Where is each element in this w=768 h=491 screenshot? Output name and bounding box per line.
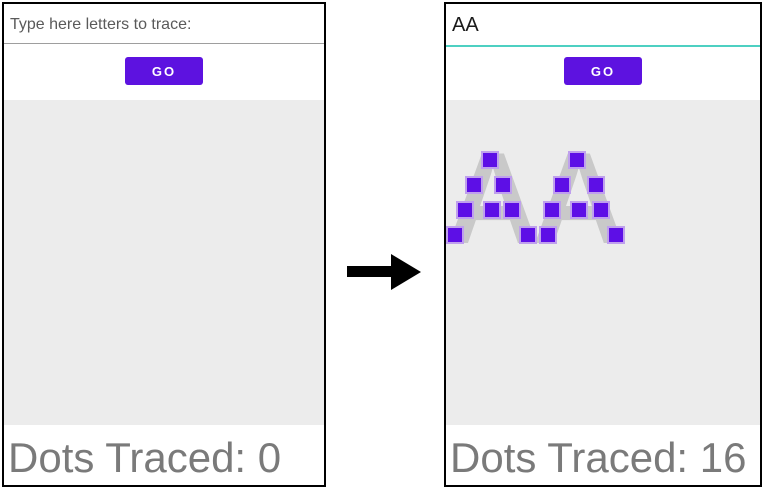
trace-dot[interactable]	[543, 201, 561, 219]
trace-dot[interactable]	[539, 226, 557, 244]
letters-input-row	[4, 4, 324, 44]
letters-input-row	[446, 4, 760, 47]
trace-dot[interactable]	[570, 201, 588, 219]
dots-traced-counter: Dots Traced: 16	[450, 434, 747, 481]
trace-dot[interactable]	[519, 226, 537, 244]
tracing-canvas[interactable]: AA	[446, 100, 760, 425]
trace-dot[interactable]	[494, 176, 512, 194]
dots-traced-counter: Dots Traced: 0	[8, 434, 282, 481]
tracing-canvas[interactable]	[4, 100, 324, 425]
transition-arrow-icon	[391, 254, 421, 290]
trace-dot[interactable]	[553, 176, 571, 194]
trace-dot[interactable]	[568, 151, 586, 169]
trace-dot[interactable]	[607, 226, 625, 244]
go-button[interactable]: GO	[564, 57, 642, 85]
trace-dot[interactable]	[481, 151, 499, 169]
letters-input[interactable]	[4, 4, 324, 43]
trace-dot[interactable]	[465, 176, 483, 194]
trace-dot[interactable]	[456, 201, 474, 219]
phone-screen-before: GO Dots Traced: 0	[2, 2, 326, 487]
go-button[interactable]: GO	[125, 57, 203, 85]
trace-dot[interactable]	[446, 226, 464, 244]
phone-screen-after: GO AA Dots Traced: 16	[444, 2, 762, 487]
trace-dot[interactable]	[587, 176, 605, 194]
transition-arrow-shaft	[347, 266, 395, 277]
letters-input[interactable]	[446, 4, 760, 45]
trace-dot[interactable]	[592, 201, 610, 219]
trace-dot[interactable]	[503, 201, 521, 219]
trace-dot[interactable]	[483, 201, 501, 219]
